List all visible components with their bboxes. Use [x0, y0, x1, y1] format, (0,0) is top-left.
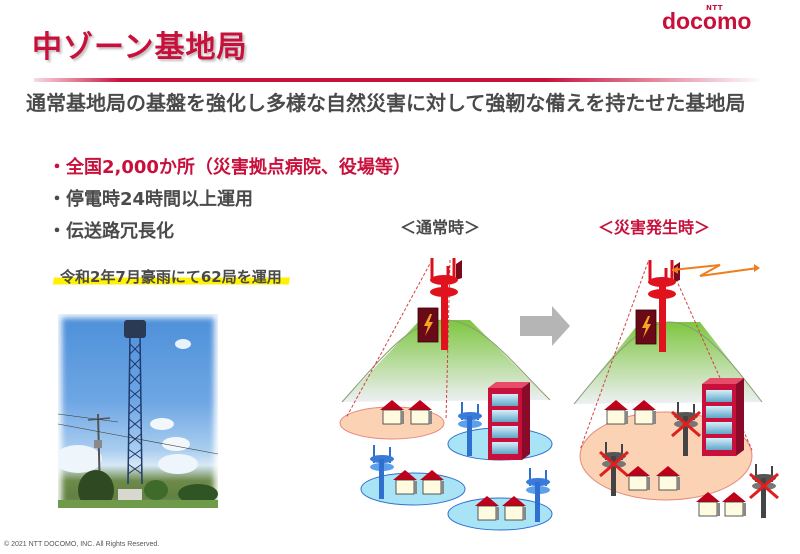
- brand-ntt-label: NTT: [706, 4, 724, 12]
- lead-text: 通常基地局の基盤を強化し多様な自然災害に対して強靭な備えを持たせた基地局: [26, 91, 746, 115]
- brand-name: docomo: [662, 8, 752, 34]
- transition-arrow-icon: [520, 306, 570, 346]
- bullet-item: ・停電時24時間以上運用: [48, 189, 254, 210]
- radio-link-icon: [671, 264, 759, 277]
- normal-state-label: ＜通常時＞: [400, 218, 481, 237]
- bullet-list: ・全国2,000か所（災害拠点病院、役場等） ・停電時24時間以上運用 ・伝送路…: [48, 152, 411, 248]
- docomo-logo: NTT docomo: [662, 2, 772, 34]
- highlight-callout: 令和2年7月豪雨にて62局を運用: [52, 266, 292, 287]
- callout-text: 令和2年7月豪雨にて62局を運用: [60, 268, 282, 286]
- network-diagram: [339, 256, 780, 531]
- communication-tower-photo: [58, 314, 218, 508]
- normal-state-diagram: [339, 256, 553, 531]
- slide-title: 中ゾーン基地局: [32, 30, 248, 65]
- copyright-footer: © 2021 NTT DOCOMO, INC. All Rights Reser…: [4, 541, 160, 548]
- title-divider: [34, 78, 764, 82]
- disaster-state-label: ＜災害発生時＞: [598, 218, 711, 237]
- bullet-item: ・全国2,000か所（災害拠点病院、役場等）: [48, 157, 411, 178]
- bullet-item: ・伝送路冗長化: [48, 221, 174, 242]
- disaster-state-diagram: [573, 258, 780, 520]
